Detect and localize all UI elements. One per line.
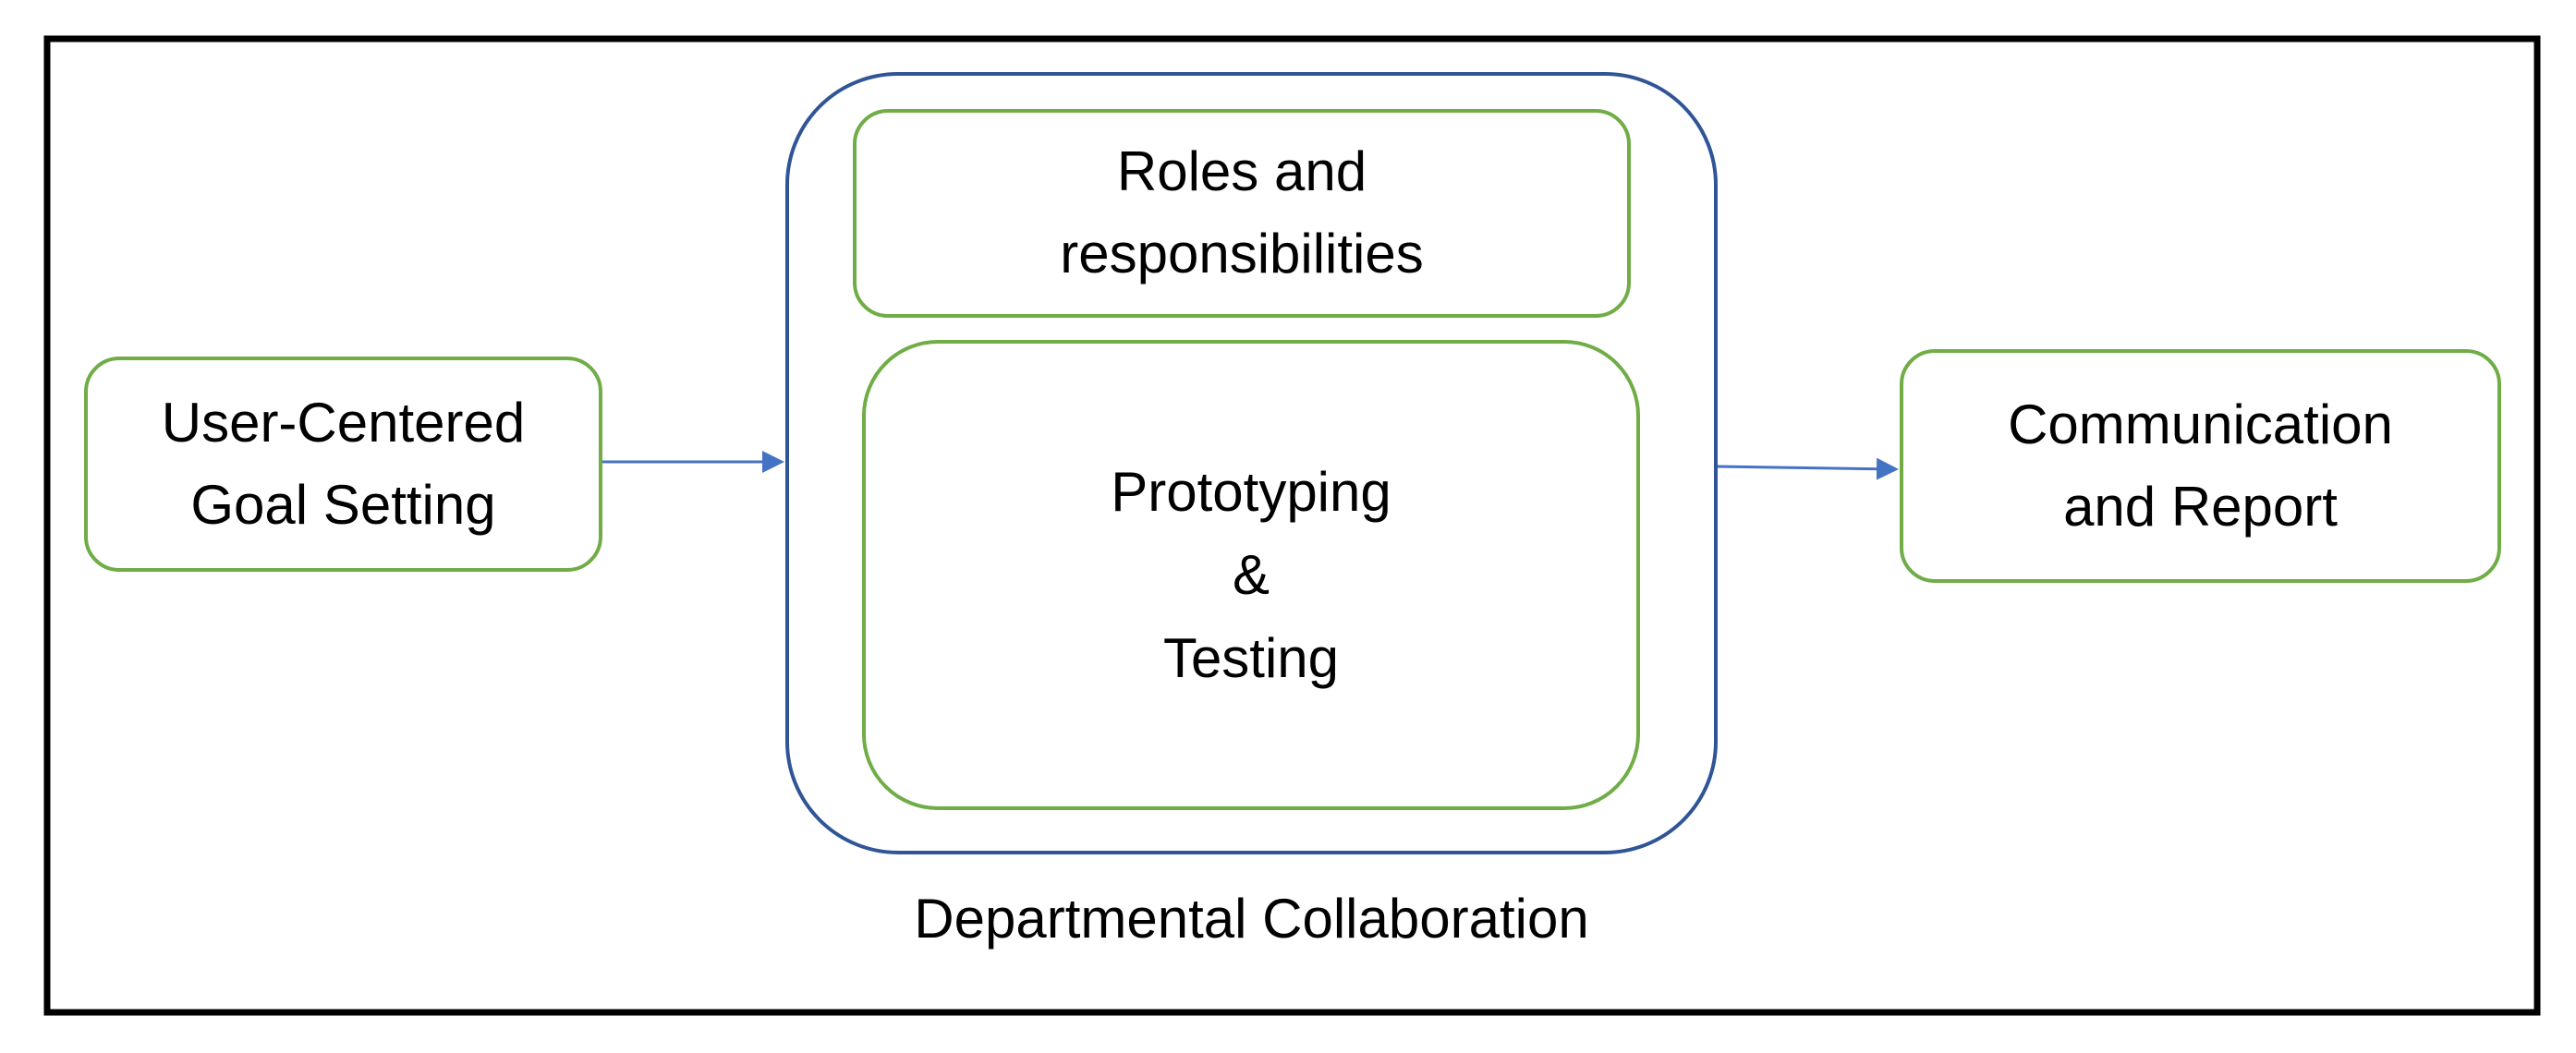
goal-setting-label: User-Centered Goal Setting <box>161 391 526 536</box>
prototyping-label: Prototyping & Testing <box>1111 460 1391 689</box>
roles-box <box>853 109 1631 318</box>
collaboration-container-label: Departmental Collaboration <box>914 887 1589 950</box>
prototyping-box <box>862 340 1640 810</box>
communication-label: Communication and Report <box>2008 393 2393 538</box>
goal-setting-box <box>84 357 602 572</box>
communication-box <box>1900 349 2501 583</box>
roles-label: Roles and responsibilities <box>1060 140 1424 284</box>
arrow-collaboration-to-communication <box>1717 457 1899 480</box>
collaboration-container <box>785 72 1718 854</box>
